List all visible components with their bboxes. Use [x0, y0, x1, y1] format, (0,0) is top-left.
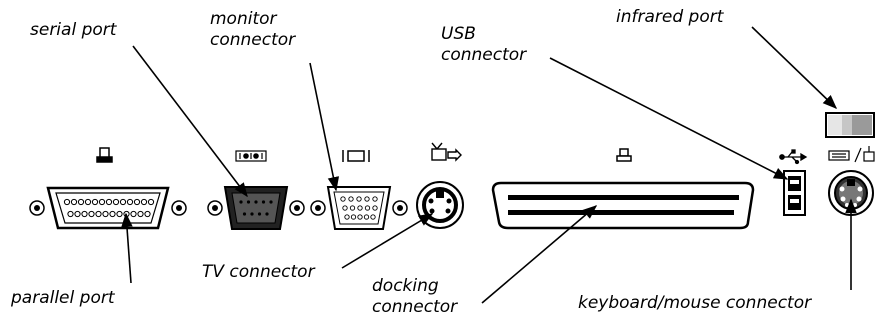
docking-icon	[616, 148, 632, 162]
serial-port-label: serial port	[30, 20, 117, 40]
infrared-port	[825, 112, 875, 138]
parallel-pin	[119, 198, 127, 206]
monitor-pin	[350, 214, 357, 220]
monitor-pin	[342, 205, 348, 211]
monitor-pin	[357, 214, 363, 220]
serial-pin	[250, 212, 254, 216]
parallel-pin	[88, 210, 95, 218]
monitor-pin	[364, 205, 371, 211]
tv-connector	[416, 181, 464, 229]
serial-port	[207, 186, 305, 230]
serial-pin	[269, 200, 273, 204]
serial-pin	[242, 212, 247, 216]
monitor-connector	[310, 186, 408, 230]
monitor-pin	[370, 214, 376, 220]
usb-connector	[783, 170, 806, 216]
parallel-port	[29, 186, 187, 230]
parallel-pin	[81, 210, 88, 218]
monitor-pin	[372, 196, 378, 202]
parallel-pin	[84, 198, 92, 206]
tv-connector-leader	[341, 213, 434, 269]
serial-pin	[239, 200, 243, 204]
parallel-pin	[77, 198, 85, 206]
monitor-pin	[344, 214, 350, 220]
monitor-pin	[372, 205, 378, 211]
serial-pin	[254, 200, 258, 204]
printer-icon	[96, 147, 113, 163]
parallel-pin	[63, 198, 71, 206]
parallel-pin	[133, 198, 141, 206]
infrared-port-label: infrared port	[616, 7, 724, 27]
parallel-pin	[147, 198, 155, 206]
tv-out-icon	[431, 142, 462, 162]
parallel-pin	[126, 198, 134, 206]
monitor-pin	[348, 196, 354, 202]
docking-connector-leader	[481, 205, 598, 304]
serial-pin	[265, 212, 269, 216]
parallel-pin	[144, 210, 151, 218]
infrared-port-leader	[751, 26, 838, 109]
parallel-pin	[140, 198, 148, 206]
monitor-pin	[357, 205, 363, 211]
monitor-pin	[363, 214, 370, 220]
monitor-pin	[356, 196, 362, 202]
parallel-pin	[109, 210, 116, 218]
docking-connector	[491, 181, 755, 230]
leader-lines	[121, 26, 857, 304]
usb-icon	[779, 149, 808, 165]
parallel-pin	[74, 210, 81, 218]
parallel-pin	[105, 198, 113, 206]
serial-pin	[257, 212, 262, 216]
keyboard-mouse-icon	[828, 146, 875, 163]
monitor-pin	[340, 196, 346, 202]
serial-ioioi-icon	[235, 150, 267, 162]
parallel-pin	[102, 210, 109, 218]
usb-connector-leader	[549, 57, 789, 180]
monitor-pin	[349, 205, 356, 211]
serial-pin	[261, 200, 266, 204]
parallel-pin	[130, 210, 137, 218]
serial-port-screw-left	[207, 200, 223, 216]
parallel-pin	[70, 198, 78, 206]
parallel-pin	[95, 210, 102, 218]
parallel-port-screw-left	[29, 200, 45, 216]
monitor-icon	[342, 150, 370, 162]
keyboard-mouse-connector	[828, 170, 874, 216]
parallel-pin	[137, 210, 144, 218]
monitor-connector-screw-left	[310, 200, 326, 216]
parallel-pin	[67, 210, 74, 218]
parallel-pin	[98, 198, 106, 206]
parallel-port-screw-right	[171, 200, 187, 216]
parallel-pin	[116, 210, 123, 218]
serial-port-screw-right	[289, 200, 305, 216]
serial-port-leader	[132, 45, 248, 198]
parallel-port-leader	[121, 212, 133, 284]
monitor-connector-screw-right	[392, 200, 408, 216]
parallel-pin	[91, 198, 99, 206]
monitor-connector-leader	[309, 62, 340, 192]
monitor-pin	[364, 196, 370, 202]
serial-pin	[246, 200, 251, 204]
tv-connector-label: TV connector	[202, 262, 315, 282]
keyboard-mouse-connector-label: keyboard/mouse connector	[578, 293, 812, 313]
parallel-pin	[112, 198, 120, 206]
parallel-port-label: parallel port	[11, 288, 115, 308]
